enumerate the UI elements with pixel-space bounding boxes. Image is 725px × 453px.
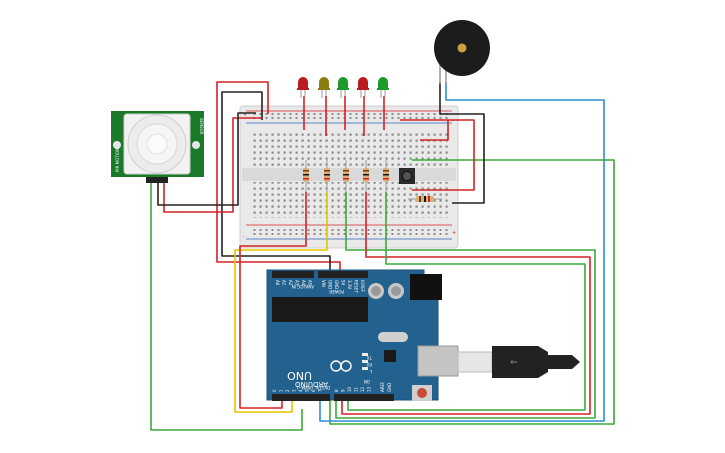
led-1[interactable] [297,77,309,98]
led-2[interactable] [318,77,330,98]
digital-pin-label: 11 [354,386,359,392]
analog-pin-label: A4 [301,280,306,286]
power-pin-label: 3.3V [347,280,352,289]
arduino-brand: ARDUINO [295,380,328,388]
header-digital: DIGITAL (PWM~) [296,385,330,390]
power-pin-label: IOREF [360,280,365,293]
resistor-4[interactable] [363,160,369,192]
digital-pin-label: 8 [334,389,339,392]
pot-left-icon [113,141,121,149]
usb-port [417,345,459,377]
wire-red-5v [216,81,341,272]
power-jack[interactable] [410,274,442,300]
resistor-button[interactable] [408,196,442,202]
analog-pin-label: A5 [308,280,313,286]
rail-plus-bottom: + [452,230,456,236]
header-analog: ANALOG IN [292,284,314,289]
digital-pin-label: 1 [279,389,284,392]
pir-label-right: SENSOR [199,118,204,135]
wire-red-right [400,119,475,191]
power-pin-label: GND [328,280,333,289]
label-rx: RX [366,362,372,367]
digital-pin-label: 13 [367,386,372,392]
digital-pin-label: 6 [311,389,316,392]
digital-pin-label: 2 [285,389,290,392]
power-pin-label: VIN [321,280,326,287]
rail-minus-bottom: - [243,234,245,240]
wire-blue-buzzer [319,82,605,422]
header-power: POWER [329,289,344,294]
wire-black-pir [157,112,256,206]
push-button[interactable] [399,168,415,184]
atmega-chip [272,297,368,322]
wire-black-buzzer [439,82,485,204]
power-pin-label: GND [334,280,339,289]
digital-pin-label: 10 [347,386,352,392]
digital-pin-label: 12 [360,386,365,392]
wire-yellow-led [234,192,328,413]
wire-red-led1 [239,192,307,409]
wire-red-led2 [341,192,591,415]
rail-plus-top: + [243,112,247,118]
digital-pin-label: 0 [272,389,277,392]
analog-pin-label: A0 [275,280,280,286]
wire-green-button [329,159,615,425]
led-5[interactable] [377,77,389,98]
wires [150,81,615,431]
wire-red-short [420,120,449,141]
resistor-1[interactable] [303,160,309,192]
gnd-label: GND [387,383,392,392]
pir-motion-sensor[interactable]: PIR MOTION SENSOR [111,111,204,183]
wire-green-led1 [335,192,596,419]
label-l: L [369,369,372,374]
pot-right-icon [192,141,200,149]
led-4[interactable] [357,77,369,98]
power-pin-label: RESET [354,280,359,293]
wire-green-led2 [347,192,586,411]
arduino-uno[interactable]: ARDUINO UNO ANALOG IN POWER DIGITAL (PWM… [266,269,459,401]
digital-pin-label: 4 [298,389,303,392]
label-tx: TX [367,355,373,360]
wire-green-pir [150,178,303,431]
resistor-5[interactable] [383,160,389,192]
usb-icon: ⇐ [510,358,518,368]
aref-label: AREF [380,381,385,392]
wire-red-pir [163,117,262,213]
analog-pin-label: A3 [295,280,300,286]
resistor-3[interactable] [343,160,349,192]
usb-cable: ⇐ [457,346,580,378]
analog-pin-label: A1 [282,280,287,286]
piezo-buzzer[interactable] [434,20,490,84]
resistor-2[interactable] [324,160,330,192]
wire-black-gnd [221,91,331,272]
digital-pin-label: 9 [341,389,346,392]
digital-pin-label: 3 [292,389,297,392]
arduino-logo-icon [330,360,352,372]
digital-pin-label: 5 [305,389,310,392]
analog-pin-label: A2 [288,280,293,286]
rail-minus-top: - [452,118,454,124]
resistor-row [303,160,389,192]
led-row [297,77,389,98]
arduino-model: UNO [287,369,312,382]
pir-label-left: PIR MOTION [115,148,120,172]
power-pin-label: 5V [341,280,346,286]
led-3[interactable] [337,77,349,98]
digital-pin-label: 7 [318,389,323,392]
label-on: ON [364,379,370,384]
